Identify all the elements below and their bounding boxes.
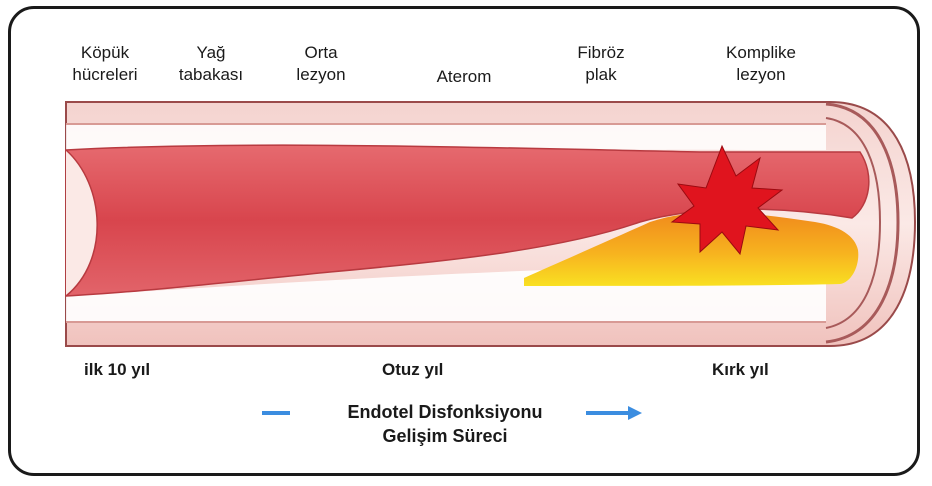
timeline-first: ilk 10 yıl bbox=[84, 360, 150, 380]
timeline-middle: Otuz yıl bbox=[382, 360, 443, 380]
caption-title: Endotel Disfonksiyonu Gelişim Süreci bbox=[300, 400, 590, 448]
caption-line1: Endotel Disfonksiyonu bbox=[300, 400, 590, 424]
stage-label-aterom: Aterom bbox=[414, 66, 514, 88]
timeline-last: Kırk yıl bbox=[712, 360, 769, 380]
arrow-head bbox=[628, 406, 642, 420]
stage-label-kopuk-hucreleri: Köpük hücreleri bbox=[60, 42, 150, 86]
stage-label-orta-lezyon: Orta lezyon bbox=[276, 42, 366, 86]
caption-line2: Gelişim Süreci bbox=[300, 424, 590, 448]
stage-label-yag-tabakasi: Yağ tabakası bbox=[166, 42, 256, 86]
stage-label-komplike-lezyon: Komplike lezyon bbox=[706, 42, 816, 86]
stage-label-fibroz-plak: Fibröz plak bbox=[556, 42, 646, 86]
